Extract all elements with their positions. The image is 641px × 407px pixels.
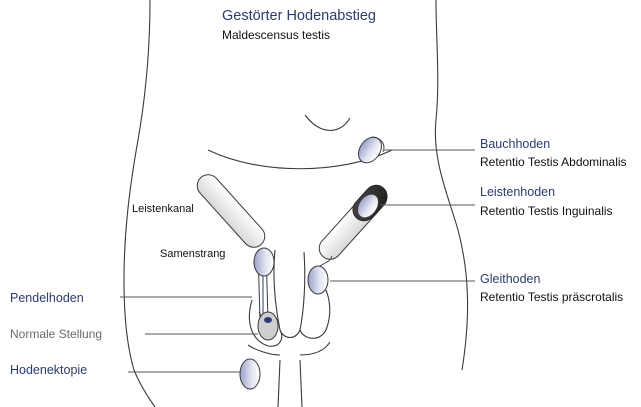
testis-leistenhoden (357, 193, 379, 219)
label-bauchhoden-latin: Retentio Testis Abdominalis (480, 155, 627, 169)
testis-gleithoden (307, 255, 333, 295)
testis-pendelhoden (253, 247, 275, 277)
genital-outline (248, 249, 331, 347)
label-samenstrang: Samenstrang (160, 248, 226, 260)
label-normale-stellung: Normale Stellung (10, 327, 103, 341)
label-leistenhoden-latin: Retentio Testis Inguinalis (480, 204, 613, 218)
inguinal-canal-right (318, 184, 388, 260)
testis-hodenektopie (239, 358, 261, 390)
diagram-subtitle: Maldescensus testis (222, 28, 331, 42)
label-leistenhoden: Leistenhoden (480, 185, 556, 199)
testis-normal (257, 311, 279, 341)
inguinal-canal-left (196, 174, 266, 248)
label-gleithoden: Gleithoden (480, 272, 541, 286)
label-pendelhoden: Pendelhoden (10, 291, 84, 305)
diagram-title: Gestörter Hodenabstieg (222, 8, 376, 24)
label-bauchhoden: Bauchhoden (480, 137, 551, 151)
label-leistenkanal: Leistenkanal (132, 203, 194, 215)
label-gleithoden-latin: Retentio Testis präscrotalis (480, 290, 624, 304)
testis-bauchhoden (358, 136, 385, 164)
body-outline (123, 0, 469, 407)
label-hodenektopie: Hodenektopie (10, 363, 88, 377)
leader-lines (120, 149, 475, 373)
